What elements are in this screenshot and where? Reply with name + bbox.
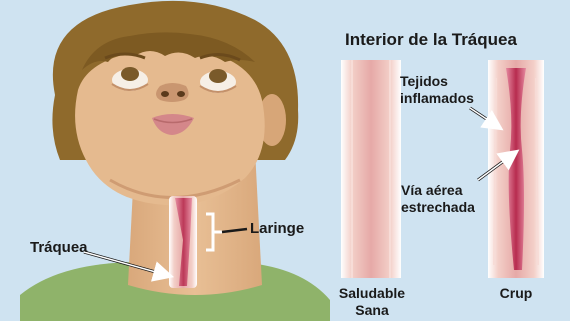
- label-tejidos-line2: inflamados: [400, 90, 474, 106]
- right-iris: [209, 69, 227, 83]
- label-laringe: Laringe: [250, 220, 304, 237]
- healthy-trachea: [341, 60, 401, 278]
- label-traquea: Tráquea: [30, 239, 88, 256]
- croup-trachea: [488, 60, 544, 278]
- label-crup: Crup: [500, 285, 533, 301]
- healthy-airway: [341, 60, 401, 278]
- label-saludable: Saludable: [339, 285, 405, 301]
- right-nostril: [177, 91, 185, 97]
- label-via-line1: Vía aérea: [401, 182, 463, 198]
- label-via-line2: estrechada: [401, 199, 475, 215]
- left-nostril: [161, 91, 169, 97]
- label-sana: Sana: [355, 302, 389, 318]
- panel-title: Interior de la Tráquea: [345, 30, 517, 49]
- left-iris: [121, 67, 139, 81]
- label-tejidos-line1: Tejidos: [400, 73, 448, 89]
